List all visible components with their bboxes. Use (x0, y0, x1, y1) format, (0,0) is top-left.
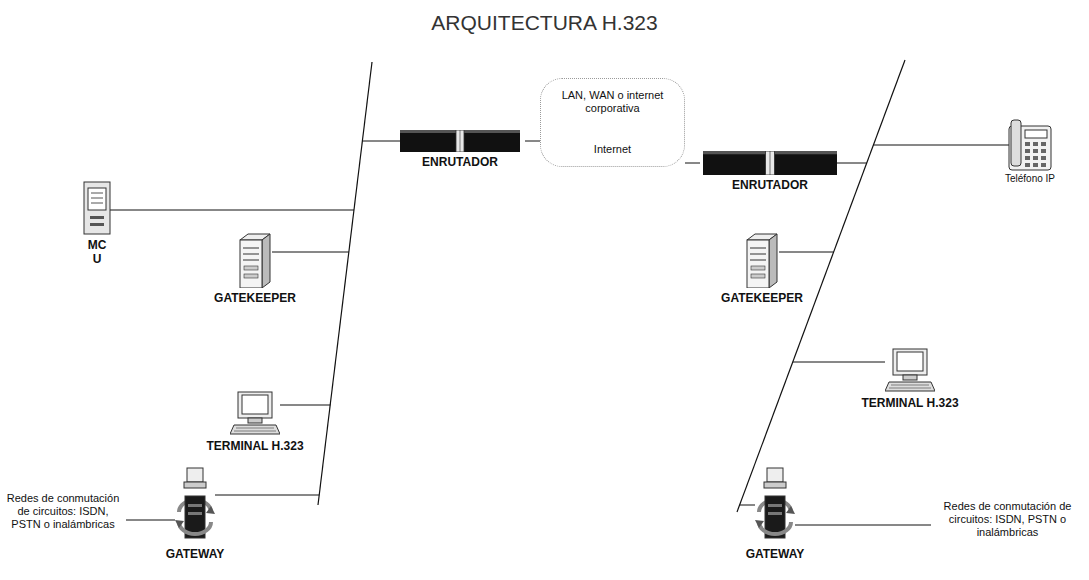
device-label: Teléfono IP (1005, 173, 1055, 185)
network-cloud: LAN, WAN o internet corporativaInternet (540, 78, 685, 167)
router-icon (703, 151, 837, 175)
device-label: GATEWAY (746, 547, 805, 561)
device-label: GATEKEEPER (721, 291, 803, 305)
device-label: ENRUTADOR (732, 178, 808, 192)
ip-phone-icon (1009, 120, 1051, 170)
gatekeeper-icon (747, 234, 777, 288)
terminal-icon (885, 349, 935, 391)
leader-line (795, 525, 931, 526)
gateway-icon (175, 468, 215, 538)
network-stub (215, 495, 319, 496)
network-stub (873, 145, 1009, 146)
device-label: GATEKEEPER (214, 291, 296, 305)
device-label: GATEWAY (166, 547, 225, 561)
device-label: TERMINAL H.323 (861, 396, 958, 410)
device-node: GATEKEEPER (712, 230, 812, 305)
network-stub (362, 141, 400, 142)
network-note: Redes de conmutación de circuitos: ISDN,… (935, 500, 1080, 539)
network-stub (779, 252, 834, 253)
network-label: Internet (594, 143, 631, 156)
device-node: MC U (70, 180, 124, 266)
device-label: MC U (84, 238, 110, 266)
device-node: ENRUTADOR (700, 148, 840, 192)
network-stub (110, 210, 354, 211)
network-stub (272, 252, 349, 253)
device-label: ENRUTADOR (422, 155, 498, 169)
network-stub (793, 362, 885, 363)
network-stub (837, 163, 867, 164)
device-node: GATEWAY (730, 464, 820, 561)
device-label: TERMINAL H.323 (206, 439, 303, 453)
network-note: Redes de conmutación de circuitos: ISDN,… (4, 492, 122, 531)
diagram-title: ARQUITECTURA H.323 (0, 10, 1089, 36)
network-link (685, 163, 700, 164)
terminal-icon (230, 392, 280, 434)
device-node: TERMINAL H.323 (204, 388, 306, 453)
device-node: ENRUTADOR (395, 127, 525, 169)
device-node: Teléfono IP (985, 118, 1075, 185)
router-icon (400, 130, 520, 152)
network-link (525, 141, 540, 142)
network-stub (280, 405, 330, 406)
network-label: LAN, WAN o internet corporativa (558, 89, 668, 115)
device-node: TERMINAL H.323 (859, 345, 961, 410)
network-stub (740, 505, 755, 506)
leader-line (126, 520, 175, 521)
network-line (737, 60, 905, 512)
device-node: GATEWAY (150, 464, 240, 561)
device-node: GATEKEEPER (205, 230, 305, 305)
gatekeeper-icon (240, 234, 270, 288)
network-line (318, 62, 372, 505)
gateway-icon (755, 468, 795, 538)
mcu-icon (84, 182, 110, 234)
